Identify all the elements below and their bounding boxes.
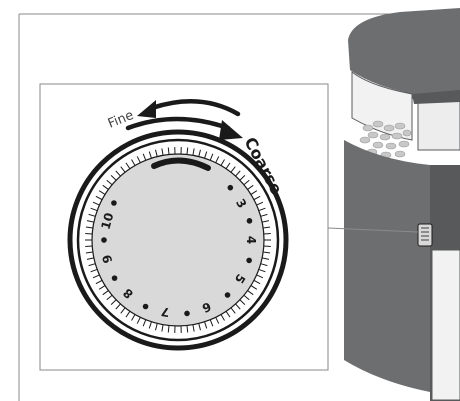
dial-number-10: 10 — [99, 211, 117, 231]
dial-dot — [224, 292, 231, 298]
dial-dot — [184, 310, 190, 317]
callout-line — [327, 227, 419, 233]
grounds-container — [431, 249, 460, 401]
dial-dot — [246, 257, 252, 264]
dial-number-4: 4 — [244, 236, 258, 244]
dial-number-9: 9 — [100, 253, 116, 265]
dial-face — [92, 154, 264, 326]
dial-serration — [85, 147, 271, 333]
hopper-glass-right — [417, 99, 460, 151]
coarse-arrow — [125, 116, 231, 131]
lid-rim — [412, 90, 460, 104]
grinder-machine — [344, 8, 460, 401]
dial-dot — [111, 275, 118, 281]
dial-outer-ring — [67, 129, 289, 351]
dial-dot — [227, 184, 234, 191]
fine-arrowhead — [137, 100, 156, 118]
dial-dot — [111, 200, 117, 206]
coffee-beans — [359, 120, 412, 159]
hopper-glass — [351, 70, 413, 141]
coarse-arrowhead — [219, 120, 243, 140]
dial-inner-ring — [76, 138, 280, 342]
dial-dot — [101, 237, 107, 243]
dial-number-7: 7 — [160, 304, 171, 319]
dial-dot — [142, 303, 149, 310]
dial-dot — [246, 218, 253, 224]
dial-pointer — [151, 157, 211, 171]
grinder-lid — [348, 8, 460, 100]
fine-arrow — [149, 99, 241, 117]
machine-dial — [417, 223, 433, 247]
